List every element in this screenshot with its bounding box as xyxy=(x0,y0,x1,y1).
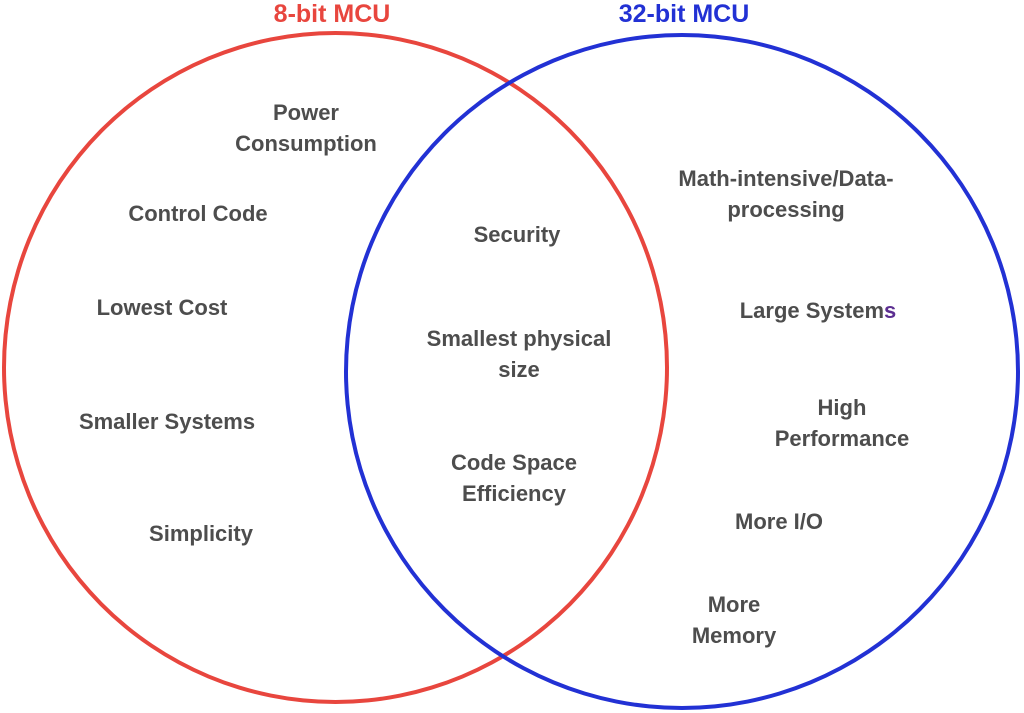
title-8bit-mcu: 8-bit MCU xyxy=(273,0,391,28)
label-math-intensive-data-processing: Math-intensive/Data- processing xyxy=(678,166,894,222)
label-smaller-systems: Smaller Systems xyxy=(78,409,256,434)
label-large-systems: Large Systems xyxy=(740,295,897,326)
label-large-systems-suffix: s xyxy=(884,298,897,323)
label-code-space-efficiency: Code Space Efficiency xyxy=(451,450,577,506)
label-lowest-cost: Lowest Cost xyxy=(96,295,228,320)
label-simplicity: Simplicity xyxy=(149,521,253,546)
label-control-code: Control Code xyxy=(128,201,268,226)
label-more-memory: More Memory xyxy=(691,592,777,648)
label-large-systems-main: Large System xyxy=(739,298,885,323)
right-circle-32bit xyxy=(344,33,1020,710)
label-high-performance: High Performance xyxy=(774,395,910,451)
label-smallest-physical-size: Smallest physical size xyxy=(426,326,612,382)
label-power-consumption: Power Consumption xyxy=(235,100,377,156)
label-security: Security xyxy=(473,222,561,247)
label-more-io: More I/O xyxy=(734,509,824,534)
title-32bit-mcu: 32-bit MCU xyxy=(618,0,750,28)
